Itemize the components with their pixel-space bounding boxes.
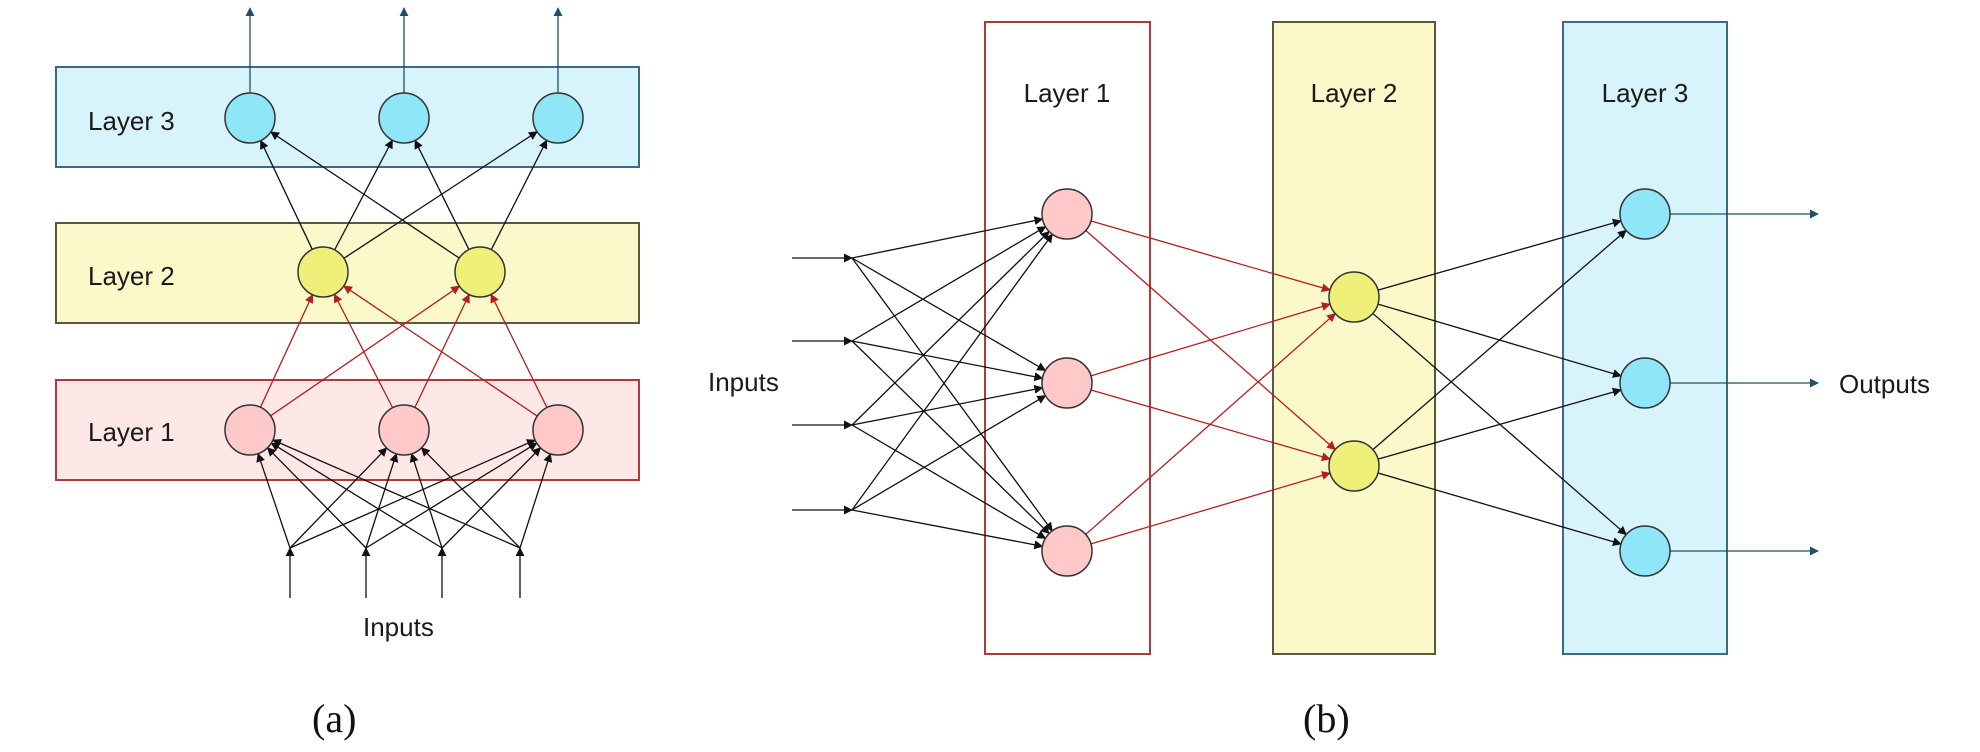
panel-b-layer2-node-1 xyxy=(1328,271,1380,323)
panel-b-layer1-node-1 xyxy=(1041,188,1093,240)
panel-a-layer3-node-2 xyxy=(378,92,430,144)
panel-b-edge-in3-l1n1 xyxy=(851,230,1050,426)
panel-b-layer1-node-2 xyxy=(1041,357,1093,409)
panel-b-nodes xyxy=(1041,188,1671,577)
panel-a-edge-l1n2-l2n2 xyxy=(414,293,470,408)
panel-b-layer1-label: Layer 1 xyxy=(1024,78,1111,108)
panel-a-inputs-label: Inputs xyxy=(363,612,434,642)
panel-b-edge-l1n2-l2n1 xyxy=(1090,302,1331,377)
panel-b-edge-l1n3-l2n2 xyxy=(1090,471,1331,545)
panel-b-layer2-node-2 xyxy=(1328,440,1380,492)
panel-b-edge-l2n2-l3n2 xyxy=(1377,387,1622,460)
panel-b-edge-in2-l1n1 xyxy=(851,226,1047,342)
panel-b-edges xyxy=(792,209,1819,556)
panel-a-layer1-node-1 xyxy=(224,404,276,456)
panel-a-edge-l1n3-l2n1 xyxy=(342,285,538,417)
panel-b-edge-l2n2-l3n1 xyxy=(1372,229,1627,451)
panel-a-layer1-node-3 xyxy=(532,404,584,456)
panel-b-edge-in1-l1n1 xyxy=(851,216,1044,259)
panel-a-edge-in4-l1n2 xyxy=(420,447,521,549)
panel-a-edge-l2n1-l3n3 xyxy=(343,131,538,259)
panel-a-edge-l1n2-l2n1 xyxy=(333,293,394,409)
panel-b-edge-l1n3-l2n1 xyxy=(1085,312,1336,535)
panel-b-edge-l1n1-l2n1 xyxy=(1090,220,1331,293)
panel-b-inputs-label: Inputs xyxy=(708,367,779,397)
panel-a-edge-l2n1-l3n1 xyxy=(260,139,313,250)
panel-a-edge-in1-l1n2 xyxy=(289,447,388,549)
panel-a-layer1-node-2 xyxy=(378,404,430,456)
panel-a-edge-l1n1-l2n1 xyxy=(259,293,314,408)
panel-a-edge-in3-l1n1 xyxy=(270,442,443,549)
panel-a-edge-in2-l1n1 xyxy=(266,447,367,549)
panel-b-layer3-node-1 xyxy=(1619,188,1671,240)
panel-a-layer2-node-1 xyxy=(297,246,349,298)
panel-a-edge-in4-l1n1 xyxy=(272,439,521,549)
panel-a-layer1-label: Layer 1 xyxy=(88,417,175,447)
panel-a-layer3-label: Layer 3 xyxy=(88,106,175,136)
panel-a-edges xyxy=(245,7,563,598)
panel-b-caption: (b) xyxy=(1303,696,1350,741)
panel-b-edge-in1-l1n3 xyxy=(851,257,1053,532)
panel-b-edge-in4-l1n1 xyxy=(851,233,1053,511)
panel-b-edge-in2-l1n2 xyxy=(851,340,1044,382)
panel-b-edge-in2-l1n3 xyxy=(851,340,1050,535)
panel-b-edge-l2n2-l3n3 xyxy=(1377,472,1622,547)
panel-b-edge-l2n1-l3n1 xyxy=(1377,218,1622,291)
panel-b-outputs-label: Outputs xyxy=(1839,369,1930,399)
panel-b-layer3-node-3 xyxy=(1619,525,1671,577)
panel-a-edge-in1-l1n3 xyxy=(289,439,536,549)
panel-b: Layer 1 Layer 2 Layer 3 Inputs Outputs (… xyxy=(708,21,1930,741)
panel-b-edge-in4-l1n2 xyxy=(851,395,1047,511)
panel-a-edge-l2n2-l3n2 xyxy=(414,139,470,250)
panel-a-edge-in3-l1n2 xyxy=(409,452,443,549)
panel-a-edge-l2n2-l3n1 xyxy=(270,131,460,259)
panel-b-edge-in4-l1n3 xyxy=(851,509,1044,550)
panel-b-edge-in1-l1n2 xyxy=(851,257,1047,371)
panel-b-edge-in3-l1n3 xyxy=(851,424,1047,539)
panel-a-edge-in1-l1n1 xyxy=(256,452,291,549)
panel-a-edge-l2n1-l3n2 xyxy=(334,139,393,251)
panel-a: Layer 3 Layer 2 Layer 1 Inputs (a) xyxy=(55,7,640,741)
panel-b-layer1-node-3 xyxy=(1041,525,1093,577)
panel-a-layer2-label: Layer 2 xyxy=(88,261,175,291)
panel-a-layer3-node-1 xyxy=(224,92,276,144)
panel-a-edge-l1n3-l2n2 xyxy=(490,293,548,408)
panel-a-edge-in2-l1n2 xyxy=(365,452,399,549)
panel-b-layer2-band xyxy=(1272,21,1436,655)
panel-a-edge-l2n2-l3n3 xyxy=(490,139,548,250)
panel-a-layer2-node-2 xyxy=(454,246,506,298)
panel-b-layer2-label: Layer 2 xyxy=(1311,78,1398,108)
panel-a-caption: (a) xyxy=(312,696,356,741)
panel-a-nodes xyxy=(224,92,584,456)
panel-a-edge-l1n1-l2n2 xyxy=(270,285,461,417)
panel-a-edge-in3-l1n3 xyxy=(441,447,542,549)
panel-a-edge-in2-l1n3 xyxy=(365,442,538,549)
panel-b-layer3-label: Layer 3 xyxy=(1602,78,1689,108)
panel-b-edge-in3-l1n2 xyxy=(851,384,1044,426)
panel-a-edge-in4-l1n3 xyxy=(519,452,553,549)
panel-b-layer3-node-2 xyxy=(1619,357,1671,409)
panel-a-layer3-node-3 xyxy=(532,92,584,144)
